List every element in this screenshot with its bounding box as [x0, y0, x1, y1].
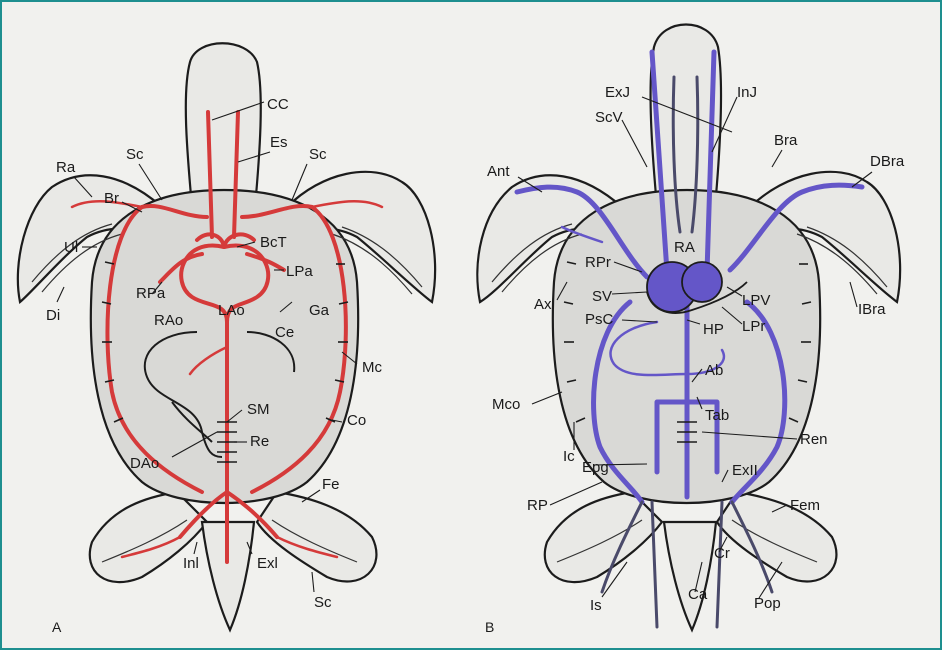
label-exl: Exl — [257, 555, 278, 572]
label-co: Co — [347, 412, 366, 429]
label-di: Di — [46, 307, 60, 324]
right-atrium — [682, 262, 722, 302]
label-es: Es — [270, 134, 288, 151]
label-bra: Bra — [774, 132, 798, 149]
label-inl: Inl — [183, 555, 199, 572]
label-rp: RP — [527, 497, 548, 514]
label-ra: RA — [674, 239, 695, 256]
label-cc: CC — [267, 96, 289, 113]
label-psc: PsC — [585, 311, 614, 328]
label-ga: Ga — [309, 302, 330, 319]
label-is: Is — [590, 597, 602, 614]
turtle-a-neck — [186, 43, 261, 207]
label-tab: Tab — [705, 407, 729, 424]
turtle-b: ExJ InJ ScV Bra Ant DBra RA RPr SV LPV A… — [477, 25, 904, 636]
label-lpv: LPV — [742, 292, 770, 309]
label-sm: SM — [247, 401, 270, 418]
turtle-b-left-hindflipper — [545, 492, 662, 582]
label-sc-left: Sc — [126, 146, 144, 163]
label-hp: HP — [703, 321, 724, 338]
label-sv: SV — [592, 288, 612, 305]
label-fe: Fe — [322, 476, 340, 493]
label-exj: ExJ — [605, 84, 630, 101]
label-rpa: RPa — [136, 285, 166, 302]
label-ic: Ic — [563, 448, 575, 465]
turtle-b-tail — [664, 522, 716, 630]
label-dao: DAo — [130, 455, 159, 472]
label-re: Re — [250, 433, 269, 450]
label-ra: Ra — [56, 159, 76, 176]
label-lpa: LPa — [286, 263, 313, 280]
label-sc-right: Sc — [309, 146, 327, 163]
label-mco: Mco — [492, 396, 520, 413]
label-bct: BcT — [260, 234, 287, 251]
label-ibra: IBra — [858, 301, 886, 318]
label-ant: Ant — [487, 163, 510, 180]
turtle-a: CC Es Sc Sc Ra Br Ul Di BcT LPa RPa Ga R… — [18, 43, 435, 635]
label-ce: Ce — [275, 324, 294, 341]
label-fem: Fem — [790, 497, 820, 514]
label-br: Br — [104, 190, 119, 207]
label-ul: Ul — [64, 239, 78, 256]
label-inj: InJ — [737, 84, 757, 101]
label-cr: Cr — [714, 545, 730, 562]
label-epg: Epg — [582, 459, 609, 476]
label-ab: Ab — [705, 362, 723, 379]
label-rao: RAo — [154, 312, 183, 329]
label-dbra: DBra — [870, 153, 905, 170]
label-scv: ScV — [595, 109, 623, 126]
label-exii: ExII — [732, 462, 758, 479]
label-ca: Ca — [688, 586, 708, 603]
label-pop: Pop — [754, 595, 781, 612]
label-ax: Ax — [534, 296, 552, 313]
panel-label-b: B — [485, 619, 494, 635]
label-mc: Mc — [362, 359, 382, 376]
panel-label-a: A — [52, 619, 62, 635]
label-sc-bottom: Sc — [314, 594, 332, 611]
label-lao: LAo — [218, 302, 245, 319]
label-lpr: LPr — [742, 318, 765, 335]
label-ren: Ren — [800, 431, 828, 448]
label-rpr: RPr — [585, 254, 611, 271]
